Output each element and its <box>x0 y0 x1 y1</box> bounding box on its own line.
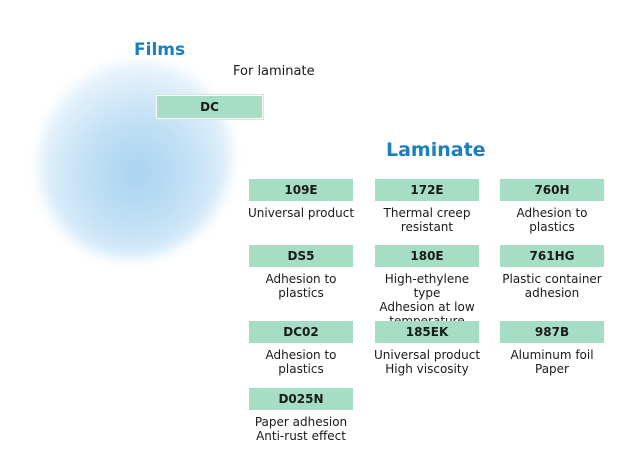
laminate-product: D025N Paper adhesion Anti-rust effect <box>244 388 358 443</box>
product-description: Adhesion to plastics <box>516 206 588 234</box>
laminate-product: 180E High-ethylene type Adhesion at low … <box>370 245 484 328</box>
films-subtitle: For laminate <box>233 64 315 79</box>
product-description: Aluminum foil Paper <box>510 348 594 376</box>
product-description: Adhesion to plastics <box>265 272 337 300</box>
product-code: 987B <box>500 321 604 343</box>
films-code-box: DC <box>156 95 263 119</box>
product-description: Plastic container adhesion <box>502 272 602 300</box>
laminate-product: 109E Universal product <box>244 179 358 220</box>
films-title: Films <box>134 40 186 60</box>
laminate-product: 761HG Plastic container adhesion <box>495 245 609 300</box>
product-description: Thermal creep resistant <box>383 206 471 234</box>
product-code: 172E <box>375 179 479 201</box>
laminate-product: 760H Adhesion to plastics <box>495 179 609 234</box>
product-code: DS5 <box>249 245 353 267</box>
laminate-product: DS5 Adhesion to plastics <box>244 245 358 300</box>
product-description: Universal product High viscosity <box>373 348 481 376</box>
product-description: Paper adhesion Anti-rust effect <box>254 415 348 443</box>
product-code: 185EK <box>375 321 479 343</box>
product-description: Universal product <box>247 206 355 220</box>
product-description: High-ethylene type Adhesion at low tempe… <box>379 272 475 328</box>
laminate-title: Laminate <box>386 139 486 161</box>
product-code: 760H <box>500 179 604 201</box>
laminate-product: 987B Aluminum foil Paper <box>495 321 609 376</box>
laminate-product: DC02 Adhesion to plastics <box>244 321 358 376</box>
product-code: DC02 <box>249 321 353 343</box>
product-description: Adhesion to plastics <box>265 348 337 376</box>
laminate-product: 172E Thermal creep resistant <box>370 179 484 234</box>
films-background-shape <box>0 23 271 297</box>
product-code: 180E <box>375 245 479 267</box>
laminate-product: 185EK Universal product High viscosity <box>370 321 484 376</box>
product-code: 761HG <box>500 245 604 267</box>
product-code: D025N <box>249 388 353 410</box>
product-code: 109E <box>249 179 353 201</box>
